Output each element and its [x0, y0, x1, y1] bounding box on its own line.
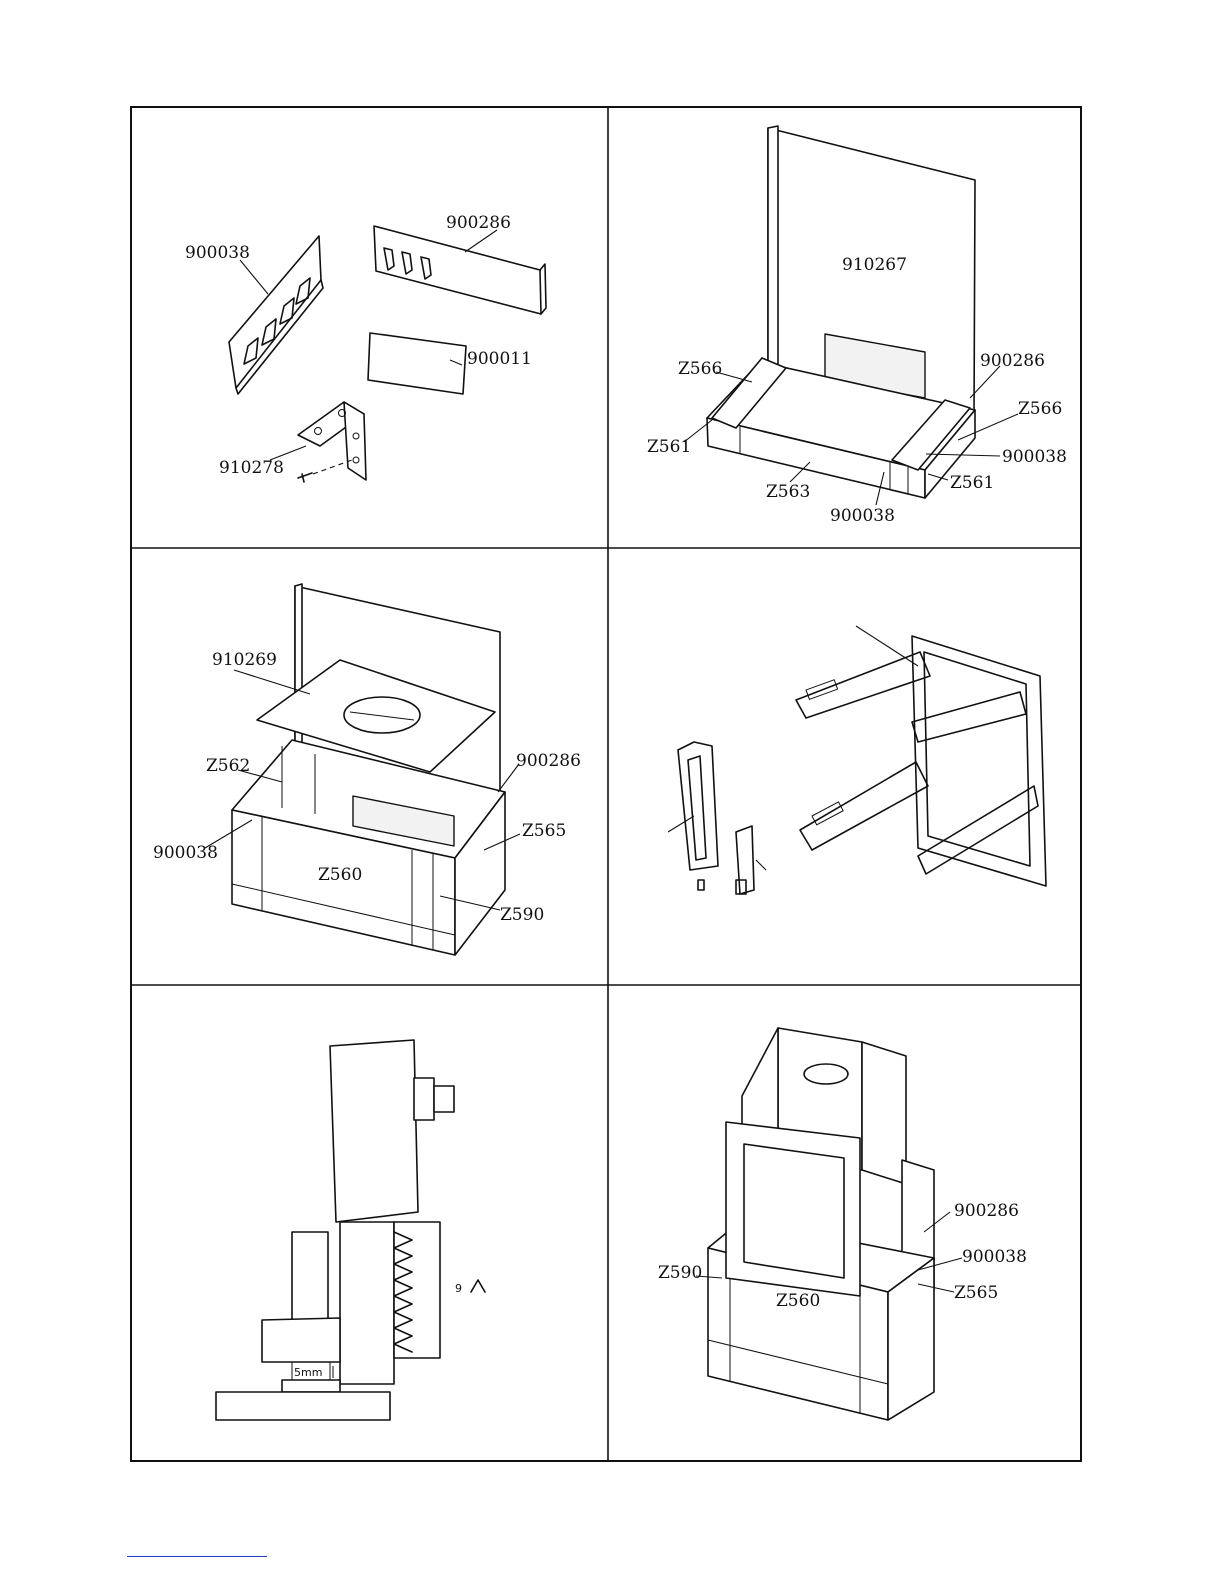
label-910267: 910267 — [842, 255, 907, 275]
label-z590: Z590 — [658, 1263, 702, 1283]
footer-rule — [127, 1556, 267, 1557]
part-910278-drawing — [298, 402, 366, 482]
panel-3-casing-assembly: 910269 Z562 900286 900038 Z565 Z560 Z590 — [153, 584, 581, 955]
label-900038: 900038 — [962, 1247, 1027, 1267]
label-z560: Z560 — [776, 1291, 820, 1311]
part-900286-drawing — [374, 226, 546, 314]
label-z561-right: Z561 — [950, 473, 994, 493]
label-z566-right: Z566 — [1018, 399, 1062, 419]
label-900038-right: 900038 — [1002, 447, 1067, 467]
panel-6-final-assembly: 900286 900038 Z590 Z560 Z565 — [658, 1028, 1027, 1420]
label-z561-left: Z561 — [647, 437, 691, 457]
label-z565: Z565 — [522, 821, 566, 841]
label-900286: 900286 — [980, 351, 1045, 371]
label-910269: 910269 — [212, 650, 277, 670]
label-z565: Z565 — [954, 1283, 998, 1303]
label-910278: 910278 — [219, 458, 284, 478]
label-900038-bottom: 900038 — [830, 506, 895, 526]
panel-4-adjustable-frame — [668, 626, 1046, 894]
label-z562: Z562 — [206, 756, 250, 776]
panel-1-parts: 900038 900286 900011 910278 — [185, 213, 546, 482]
label-z563: Z563 — [766, 482, 810, 502]
label-5mm: 5mm — [294, 1366, 322, 1379]
panel-2-back-plate-assembly: 910267 Z566 Z561 Z563 900038 900286 Z566… — [647, 126, 1067, 526]
label-900286: 900286 — [516, 751, 581, 771]
part-900011-drawing — [368, 333, 466, 394]
label-900038: 900038 — [185, 243, 250, 263]
label-z560: Z560 — [318, 865, 362, 885]
label-z566-left: Z566 — [678, 359, 722, 379]
label-900038: 900038 — [153, 843, 218, 863]
label-900286: 900286 — [446, 213, 511, 233]
label-900286: 900286 — [954, 1201, 1019, 1221]
label-z590: Z590 — [500, 905, 544, 925]
label-9: 9 — [455, 1282, 462, 1295]
panel-5-leg-detail: 9 5mm — [216, 1040, 485, 1420]
label-900011: 900011 — [467, 349, 532, 369]
